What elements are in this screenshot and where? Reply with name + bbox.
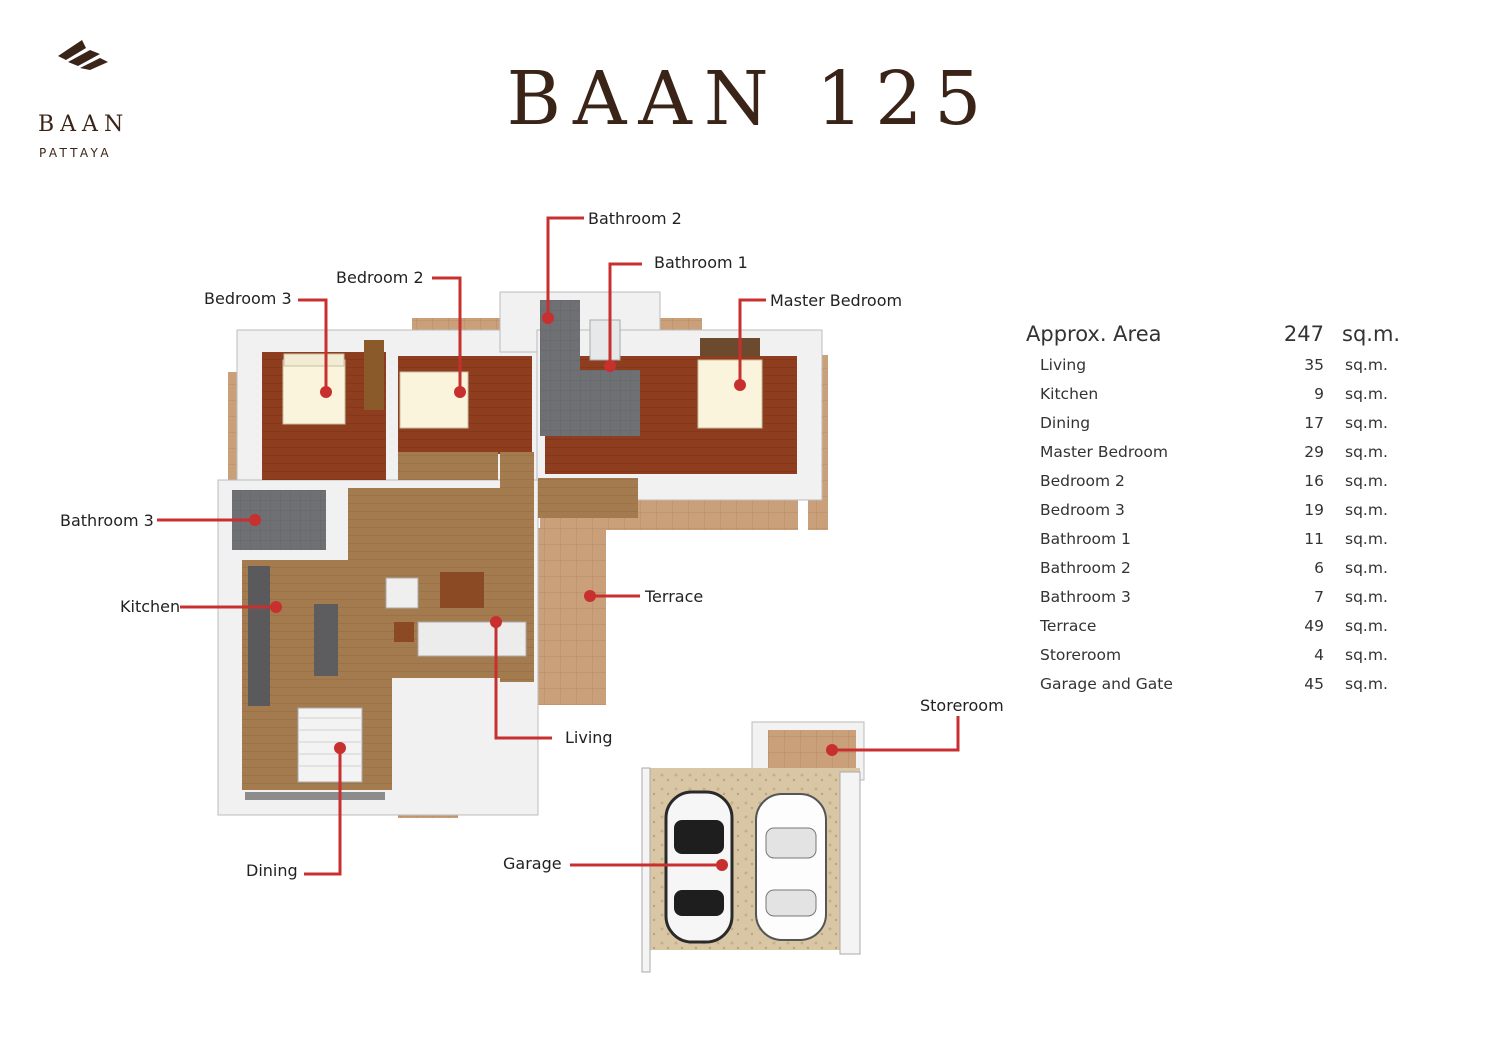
room-bathroom-1	[540, 370, 640, 436]
label-storeroom: Storeroom	[920, 696, 1004, 715]
garage	[641, 721, 865, 973]
label-master-bedroom: Master Bedroom	[770, 291, 902, 310]
brand-subtitle: PATTAYA	[39, 146, 112, 160]
logo-mark-icon	[58, 40, 108, 70]
label-dining: Dining	[246, 861, 298, 880]
room-bathroom-2	[540, 300, 580, 370]
label-bathroom-1: Bathroom 1	[654, 253, 748, 272]
page-title: BAAN 125	[506, 56, 994, 142]
area-header-label: Approx. Area	[1026, 322, 1162, 346]
label-terrace: Terrace	[644, 587, 703, 606]
label-kitchen: Kitchen	[120, 597, 180, 616]
label-living: Living	[565, 728, 613, 747]
label-bedroom-2: Bedroom 2	[336, 268, 424, 287]
house	[217, 291, 823, 816]
callout-lines	[157, 216, 960, 876]
brand-logo: BAAN PATTAYA	[34, 38, 134, 160]
area-table-header: Approx. Area 247 sq.m.	[1024, 322, 1404, 356]
label-bathroom-2: Bathroom 2	[588, 209, 682, 228]
brand-name: BAAN	[38, 112, 130, 137]
label-garage: Garage	[503, 854, 562, 873]
area-header-unit: sq.m.	[1342, 322, 1401, 346]
label-bedroom-3: Bedroom 3	[204, 289, 292, 308]
callout-dots	[249, 312, 838, 871]
car-left-icon	[664, 790, 734, 944]
car-right-icon	[755, 793, 827, 941]
label-bathroom-3: Bathroom 3	[60, 511, 154, 530]
area-header-value: 247	[1283, 322, 1324, 346]
